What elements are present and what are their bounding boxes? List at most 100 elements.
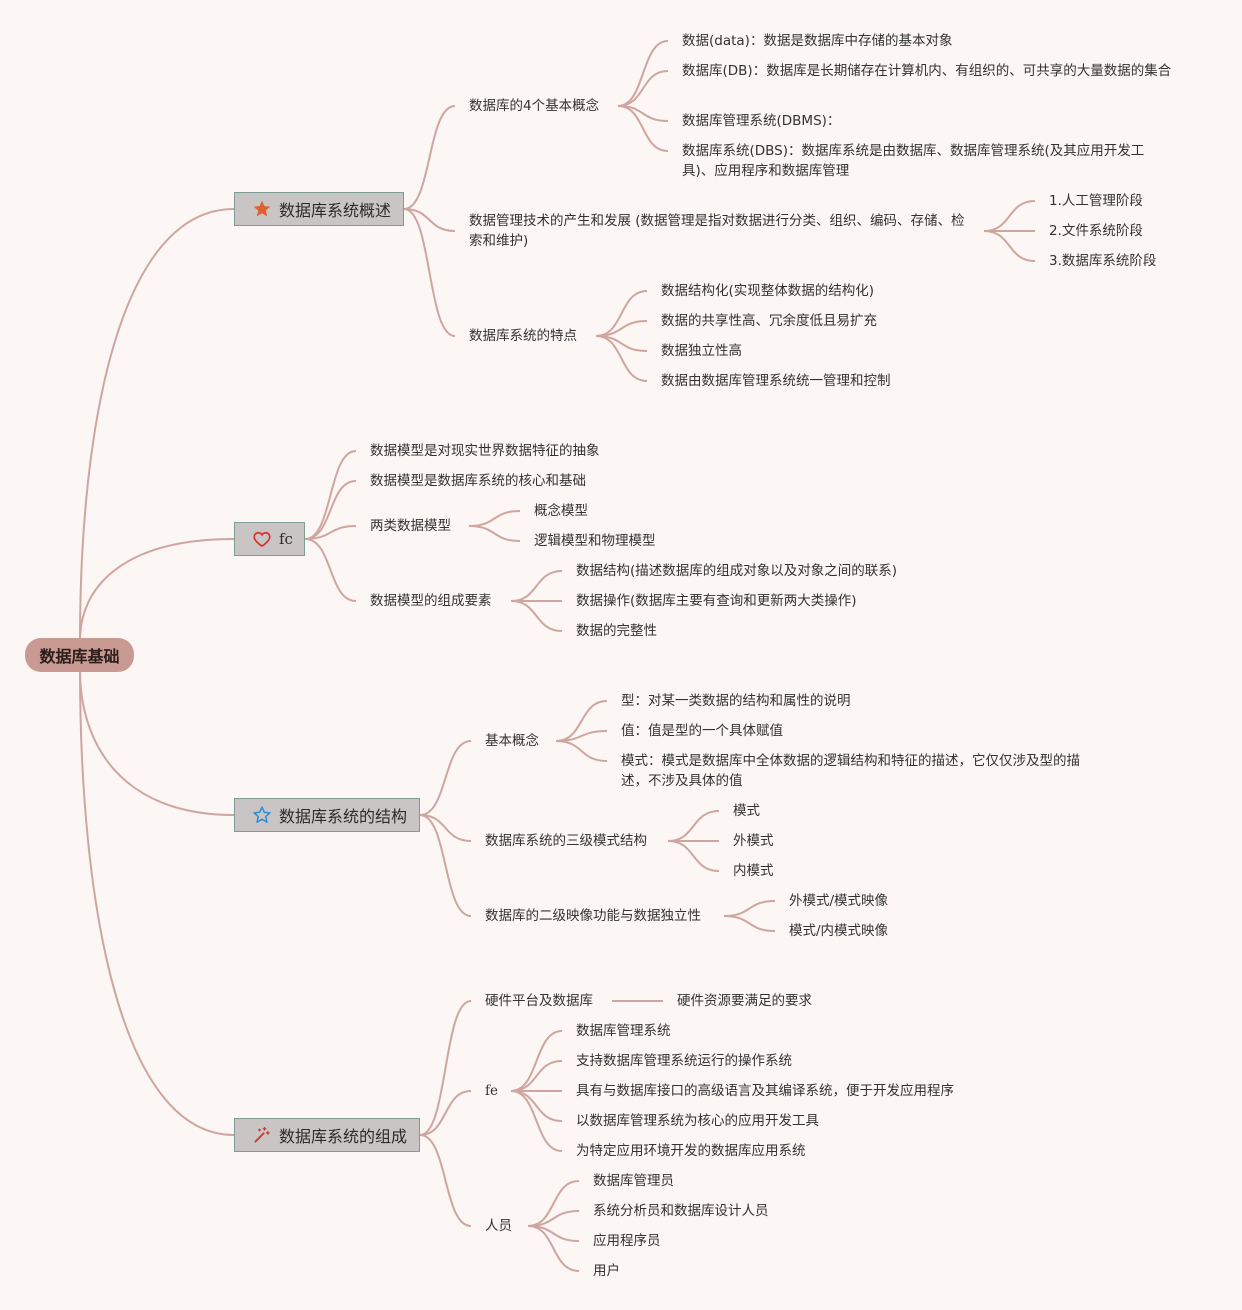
leaf-dev-tools[interactable]: 以数据库管理系统为核心的应用开发工具 xyxy=(576,1113,819,1129)
connector-line xyxy=(510,600,563,632)
connector-line xyxy=(527,1225,580,1272)
connector-line xyxy=(419,740,472,816)
connector-line xyxy=(510,1090,563,1152)
leaf-dbs[interactable]: 数据库系统(DBS)：数据库系统是由数据库、数据库管理系统(及其应用开发工具)、… xyxy=(682,143,1145,179)
connector-line xyxy=(527,1180,580,1227)
connector-line xyxy=(468,525,521,542)
leaf-external-mapping[interactable]: 外模式/模式映像 xyxy=(789,893,889,909)
leaf-db[interactable]: 数据库(DB)：数据库是长期储存在计算机内、有组织的、可共享的大量数据的集合 xyxy=(682,63,1172,79)
leaf-external-schema[interactable]: 外模式 xyxy=(733,833,774,849)
heart-icon xyxy=(251,528,273,550)
topic-hardware-platform[interactable]: 硬件平台及数据库 xyxy=(485,993,593,1009)
leaf-data-structure[interactable]: 数据结构(描述数据库的组成对象以及对象之间的联系) xyxy=(576,563,898,579)
connector-line xyxy=(419,1134,472,1227)
leaf-analysts-designers[interactable]: 系统分析员和数据库设计人员 xyxy=(593,1203,769,1219)
leaf-file-system-stage[interactable]: 2.文件系统阶段 xyxy=(1049,223,1143,239)
connector-line xyxy=(419,1000,472,1136)
leaf-logical-physical-model[interactable]: 逻辑模型和物理模型 xyxy=(534,533,656,549)
leaf-dbms-software[interactable]: 数据库管理系统 xyxy=(576,1023,671,1039)
connector-line xyxy=(79,669,235,1136)
connector-line xyxy=(419,814,472,917)
leaf-database-system-stage[interactable]: 3.数据库系统阶段 xyxy=(1049,253,1157,269)
leaf-programming-language[interactable]: 具有与数据库接口的高级语言及其编译系统，便于开发应用程序 xyxy=(576,1083,954,1099)
connector-line xyxy=(468,510,521,527)
leaf-data-operation[interactable]: 数据操作(数据库主要有查询和更新两大类操作) xyxy=(576,593,857,609)
topic-model-elements[interactable]: 数据模型的组成要素 xyxy=(370,593,492,609)
connector-line xyxy=(617,105,669,152)
leaf-manual-stage[interactable]: 1.人工管理阶段 xyxy=(1049,193,1143,209)
star-icon xyxy=(251,198,273,220)
topic-personnel[interactable]: 人员 xyxy=(485,1218,512,1234)
connector-line xyxy=(304,538,357,602)
connector-line xyxy=(667,840,720,872)
topic-model-core[interactable]: 数据模型是数据库系统的核心和基础 xyxy=(370,473,586,489)
magic-wand-icon xyxy=(251,1124,273,1146)
connector-line xyxy=(617,70,669,107)
topic-fe[interactable]: fe xyxy=(485,1083,498,1099)
leaf-data[interactable]: 数据(data)：数据是数据库中存储的基本对象 xyxy=(682,33,953,49)
connector-line xyxy=(617,40,669,107)
star-outline-icon xyxy=(251,804,273,826)
connector-line xyxy=(79,208,235,641)
connector-line xyxy=(419,814,472,842)
root-topic[interactable]: 数据库基础 xyxy=(25,638,134,672)
leaf-feature-control[interactable]: 数据由数据库管理系统统一管理和控制 xyxy=(661,373,891,389)
leaf-dbms[interactable]: 数据库管理系统(DBMS)： xyxy=(682,113,841,129)
branch-database-system-components[interactable]: 数据库系统的组成 xyxy=(234,1118,420,1152)
topic-database-features[interactable]: 数据库系统的特点 xyxy=(469,328,577,344)
leaf-feature-sharing[interactable]: 数据的共享性高、冗余度低且易扩充 xyxy=(661,313,877,329)
leaf-internal-schema[interactable]: 内模式 xyxy=(733,863,774,879)
connector-line xyxy=(403,105,456,210)
branch-label: fc xyxy=(279,530,293,548)
connector-line xyxy=(510,1090,563,1122)
topic-three-level-schema[interactable]: 数据库系统的三级模式结构 xyxy=(485,833,647,849)
connector-line xyxy=(723,900,776,917)
connector-line xyxy=(79,669,235,816)
topic-basic-concepts[interactable]: 基本概念 xyxy=(485,733,539,749)
connector-line xyxy=(403,208,456,337)
leaf-users[interactable]: 用户 xyxy=(593,1263,620,1279)
branch-database-system-overview[interactable]: 数据库系统概述 xyxy=(234,192,404,226)
connector-line xyxy=(510,1030,563,1092)
connector-line xyxy=(419,1090,472,1136)
connector-line xyxy=(723,915,776,932)
leaf-conceptual-model[interactable]: 概念模型 xyxy=(534,503,588,519)
leaf-feature-structured[interactable]: 数据结构化(实现整体数据的结构化) xyxy=(661,283,875,299)
branch-label: 数据库系统的组成 xyxy=(279,1127,408,1146)
topic-two-level-mapping[interactable]: 数据库的二级映像功能与数据独立性 xyxy=(485,908,701,924)
connector-line xyxy=(555,740,608,762)
leaf-dba[interactable]: 数据库管理员 xyxy=(593,1173,674,1189)
connector-line xyxy=(403,208,456,232)
connector-line xyxy=(595,335,648,382)
leaf-schema[interactable]: 模式：模式是数据库中全体数据的逻辑结构和特征的描述，它仅仅涉及型的描述，不涉及具… xyxy=(621,753,1080,789)
leaf-schema-level[interactable]: 模式 xyxy=(733,803,760,819)
leaf-data-integrity[interactable]: 数据的完整性 xyxy=(576,623,657,639)
branch-label: 数据库系统的结构 xyxy=(279,807,408,826)
topic-data-management-development[interactable]: 数据管理技术的产生和发展 (数据管理是指对数据进行分类、组织、编码、存储、检索和… xyxy=(469,213,965,249)
leaf-programmers[interactable]: 应用程序员 xyxy=(593,1233,661,1249)
leaf-application-system[interactable]: 为特定应用环境开发的数据库应用系统 xyxy=(576,1143,806,1159)
leaf-internal-mapping[interactable]: 模式/内模式映像 xyxy=(789,923,889,939)
connector-line xyxy=(667,810,720,842)
leaf-value[interactable]: 值：值是型的一个具体赋值 xyxy=(621,723,783,739)
connector-line xyxy=(510,570,563,602)
connector-line xyxy=(595,290,648,337)
connector-line xyxy=(510,1060,563,1092)
connector-line xyxy=(983,200,1036,232)
topic-model-abstraction[interactable]: 数据模型是对现实世界数据特征的抽象 xyxy=(370,443,600,459)
leaf-operating-system[interactable]: 支持数据库管理系统运行的操作系统 xyxy=(576,1053,792,1069)
leaf-hardware-requirements[interactable]: 硬件资源要满足的要求 xyxy=(677,993,812,1009)
connector-line xyxy=(304,480,357,540)
branch-database-system-structure[interactable]: 数据库系统的结构 xyxy=(234,798,420,832)
leaf-type[interactable]: 型：对某一类数据的结构和属性的说明 xyxy=(621,693,851,709)
branch-label: 数据库系统概述 xyxy=(279,201,392,220)
leaf-feature-independence[interactable]: 数据独立性高 xyxy=(661,343,742,359)
connector-line xyxy=(79,538,235,641)
topic-four-basic-concepts[interactable]: 数据库的4个基本概念 xyxy=(469,98,600,114)
branch-fc[interactable]: fc xyxy=(234,522,305,556)
topic-two-model-types[interactable]: 两类数据模型 xyxy=(370,518,451,534)
connector-line xyxy=(983,230,1036,262)
connector-line xyxy=(304,525,357,540)
